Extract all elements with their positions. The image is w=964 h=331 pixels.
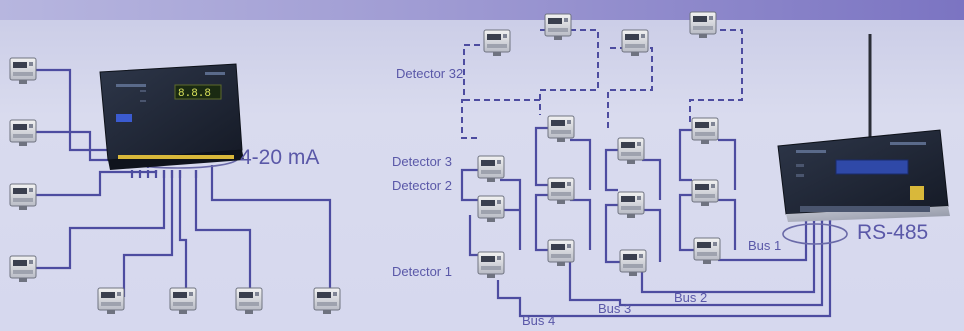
gas-detector-icon xyxy=(97,287,125,315)
bus-3-label: Bus 3 xyxy=(598,301,632,316)
gas-detector-icon xyxy=(9,57,37,85)
bus-3-wire xyxy=(534,126,824,307)
gas-detector-icon xyxy=(477,251,505,279)
gas-detector-icon xyxy=(547,239,575,267)
svg-text:8.8.8: 8.8.8 xyxy=(178,88,211,100)
rs485-bundle-ring xyxy=(782,223,848,245)
gas-detector-icon xyxy=(547,177,575,205)
gas-detector-icon xyxy=(617,191,645,219)
analog-label: 4-20 mA xyxy=(240,146,320,169)
gas-detector-icon xyxy=(621,29,649,57)
gas-detector-icon xyxy=(9,119,37,147)
analog-wires xyxy=(36,68,332,297)
bus-1-label: Bus 1 xyxy=(748,238,782,253)
detector-2-label: Detector 2 xyxy=(392,178,452,193)
bus-detectors xyxy=(477,11,721,279)
wireless-controller-icon xyxy=(777,34,950,222)
gas-detector-icon xyxy=(169,287,197,315)
bus-2-wire xyxy=(604,148,816,294)
gas-detector-icon xyxy=(9,183,37,211)
gas-detector-icon xyxy=(544,13,572,41)
bus-4-wire xyxy=(460,168,832,318)
gas-detector-icon xyxy=(313,287,341,315)
gas-detector-icon xyxy=(691,117,719,145)
rs485-label: RS-485 xyxy=(857,221,929,244)
gas-detector-icon xyxy=(235,287,263,315)
gas-detector-icon xyxy=(691,179,719,207)
analog-controller-icon: 8.8.8 xyxy=(99,63,244,170)
detector-32-label: Detector 32 xyxy=(396,66,464,81)
gas-detector-icon xyxy=(617,137,645,165)
bus-2-label: Bus 2 xyxy=(674,290,708,305)
gas-detector-icon xyxy=(477,195,505,223)
detector-1-label: Detector 1 xyxy=(392,264,452,279)
gas-detector-icon xyxy=(689,11,717,39)
gas-detector-icon xyxy=(477,155,505,183)
gas-detector-icon xyxy=(483,29,511,57)
detector-3-label: Detector 3 xyxy=(392,154,452,169)
dashed-bus-extension xyxy=(461,29,743,139)
bus-4-label: Bus 4 xyxy=(522,313,556,328)
gas-detector-icon xyxy=(619,249,647,277)
gas-detector-icon xyxy=(693,237,721,265)
gas-detector-icon xyxy=(547,115,575,143)
gas-detector-icon xyxy=(9,255,37,283)
header-band xyxy=(0,0,964,20)
